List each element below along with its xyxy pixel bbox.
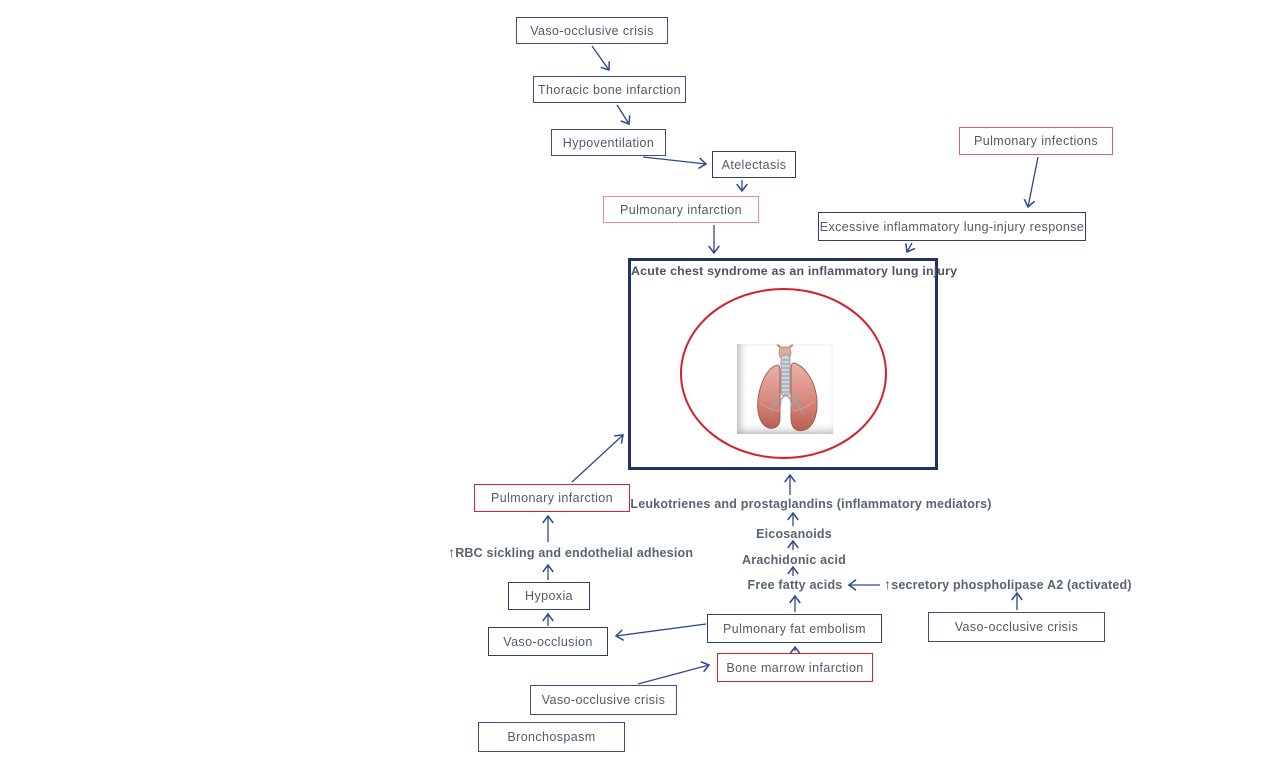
node-bone-marrow-infarction: Bone marrow infarction [717, 653, 873, 682]
node-pulmonary-fat-embolism: Pulmonary fat embolism [707, 614, 882, 643]
node-vaso-occlusive-crisis-bottom: Vaso-occlusive crisis [530, 685, 677, 715]
arrow-voc-bottom-to-bone-marrow [637, 661, 711, 685]
label-arachidonic-acid: Arachidonic acid [742, 553, 846, 567]
node-hypoventilation: Hypoventilation [551, 129, 666, 156]
arrow-pulmonary-infarction-lower-to-central [571, 434, 624, 483]
node-thoracic-bone-infarction: Thoracic bone infarction [533, 76, 686, 103]
node-vaso-occlusive-crisis-right: Vaso-occlusive crisis [928, 612, 1105, 642]
node-pulmonary-infarction-upper: Pulmonary infarction [603, 196, 759, 223]
arrow-pulmonary-infections-to-excessive [1023, 156, 1039, 209]
arrow-thoracic-to-hypoventilation [616, 104, 631, 126]
node-pulmonary-infections: Pulmonary infections [959, 127, 1113, 155]
arrow-hypoventilation-to-atelectasis [642, 156, 708, 170]
node-bronchospasm: Bronchospasm [478, 722, 625, 752]
node-excessive-inflammatory-response: Excessive inflammatory lung-injury respo… [818, 212, 1086, 241]
lungs-image [737, 344, 833, 434]
arrow-fat-embolism-to-vaso-occlusion [614, 623, 707, 641]
label-rbc-sickling: ↑RBC sickling and endothelial adhesion [448, 544, 693, 561]
up-arrow-icon: ↑ [884, 576, 892, 592]
arrow-excessive-to-central [905, 242, 916, 254]
central-title: Acute chest syndrome as an inflammatory … [631, 264, 958, 278]
label-leukotrienes-prostaglandins: Leukotrienes and prostaglandins (inflamm… [630, 497, 992, 511]
spla2-text: secretory phospholipase A2 (activated) [891, 578, 1132, 592]
label-eicosanoids: Eicosanoids [756, 527, 832, 541]
up-arrow-icon: ↑ [448, 544, 456, 560]
label-secretory-phospholipase-a2: ↑secretory phospholipase A2 (activated) [884, 576, 1132, 593]
node-atelectasis: Atelectasis [712, 151, 796, 178]
node-vaso-occlusion: Vaso-occlusion [488, 627, 608, 656]
red-ellipse [680, 288, 887, 459]
lungs-illustration-icon [757, 344, 818, 432]
label-free-fatty-acids: Free fatty acids [747, 578, 843, 592]
rbc-sickling-text: RBC sickling and endothelial adhesion [455, 546, 694, 560]
arrow-voc-top-to-thoracic [591, 45, 610, 72]
node-vaso-occlusive-crisis-top: Vaso-occlusive crisis [516, 17, 668, 44]
node-pulmonary-infarction-lower: Pulmonary infarction [474, 484, 630, 512]
node-hypoxia: Hypoxia [508, 582, 590, 610]
